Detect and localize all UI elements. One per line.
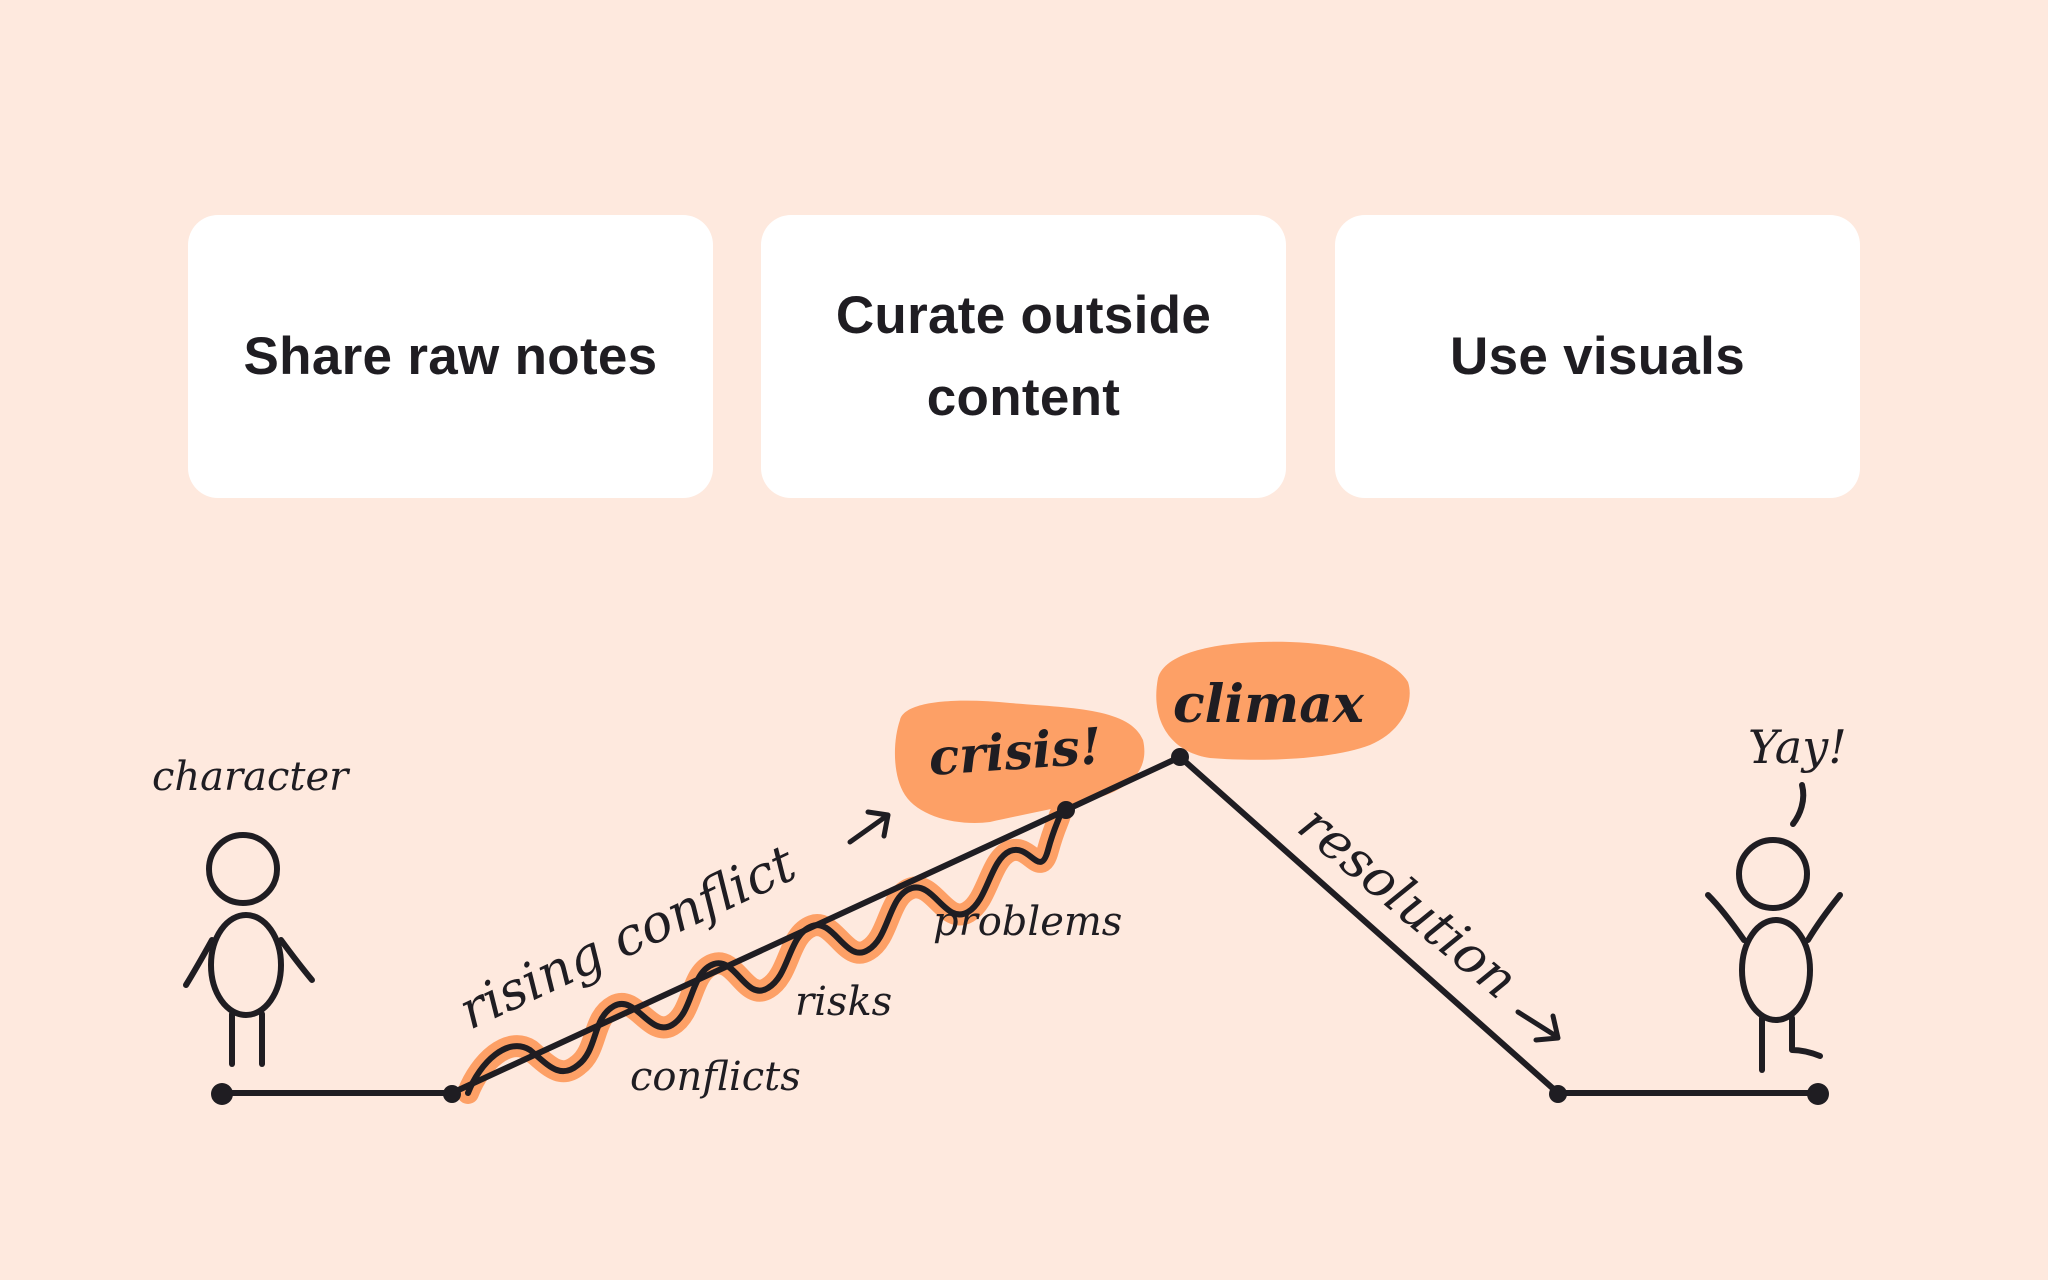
card-share-raw-notes: Share raw notes — [188, 215, 713, 498]
card-label: Use visuals — [1450, 326, 1745, 386]
risks-label: risks — [795, 979, 892, 1025]
crisis-dot — [1057, 801, 1075, 819]
conflicts-label: conflicts — [630, 1054, 801, 1100]
crisis-label: crisis! — [927, 716, 1104, 787]
resolution-end-dot — [1549, 1085, 1567, 1103]
resolution-arrow-icon — [1515, 1009, 1561, 1043]
card-use-visuals: Use visuals — [1335, 215, 1860, 498]
character-figure — [183, 832, 315, 1067]
happy-figure — [1705, 782, 1843, 1073]
end-dot — [1807, 1083, 1829, 1105]
card-label: Curate outside content — [835, 285, 1212, 427]
climax-dot — [1171, 748, 1189, 766]
crisis-highlight — [894, 700, 1145, 823]
card-label: Share raw notes — [243, 326, 658, 386]
rising-arrow-icon — [847, 809, 891, 845]
yay-label: Yay! — [1748, 720, 1847, 774]
arc-points — [211, 748, 1829, 1105]
climax-highlight — [1156, 641, 1410, 760]
rising-squiggle — [465, 812, 1063, 1096]
rising-start-dot — [443, 1085, 461, 1103]
card-curate-outside-content: Curate outside content — [761, 215, 1286, 498]
start-dot — [211, 1083, 233, 1105]
character-label: character — [152, 754, 351, 800]
problems-label: problems — [933, 899, 1122, 945]
resolution-label: resolution — [1287, 794, 1529, 1011]
climax-label: climax — [1173, 674, 1365, 735]
story-arc-line — [219, 754, 1821, 1096]
